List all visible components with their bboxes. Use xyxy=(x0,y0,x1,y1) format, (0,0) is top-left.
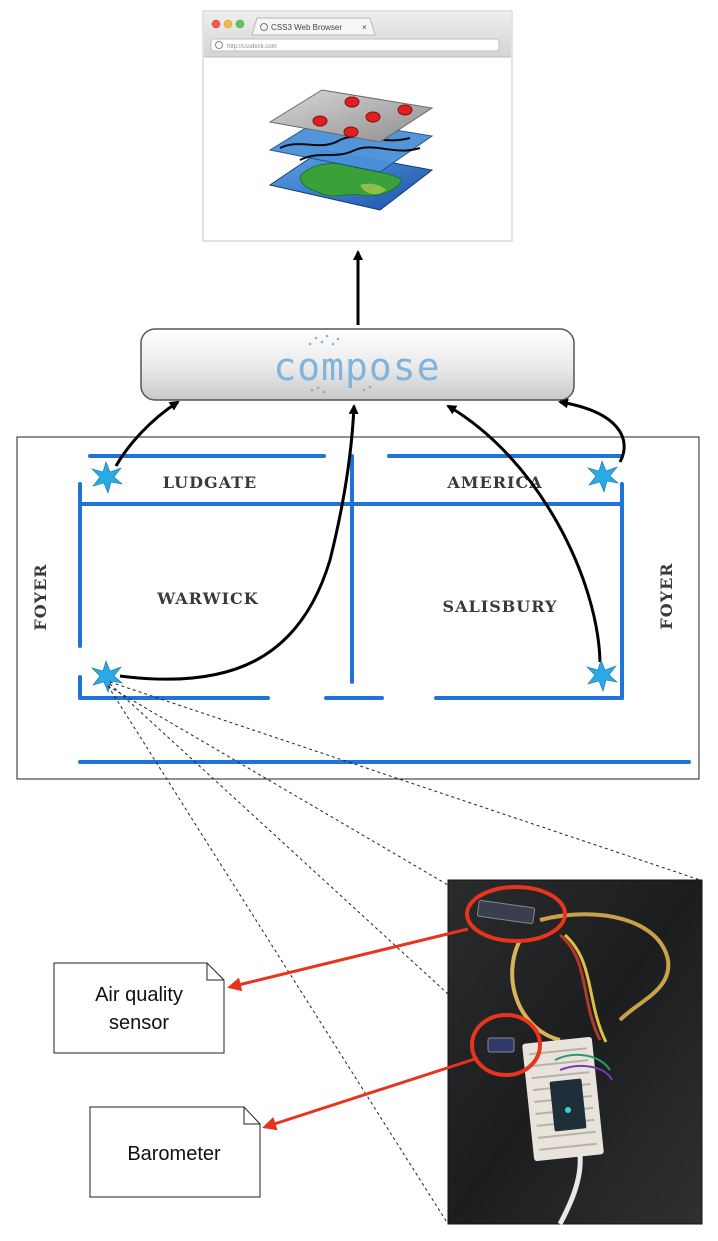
sensor-america[interactable] xyxy=(586,460,620,493)
sensor-salisbury[interactable] xyxy=(585,659,619,692)
window-close-button[interactable] xyxy=(211,19,221,29)
foyer-right-label: FOYER xyxy=(657,562,676,629)
highlight-barometer xyxy=(470,1013,542,1077)
compose-platform: compose xyxy=(140,328,575,401)
zoom-lines xyxy=(107,681,701,1225)
address-bar[interactable] xyxy=(210,38,500,52)
air-quality-label-line1: Air quality xyxy=(95,984,183,1006)
floor-plan-walls xyxy=(78,454,691,764)
sensor-photo xyxy=(447,879,703,1226)
highlight-air-quality-sensor xyxy=(465,885,567,943)
arrow-america-to-compose xyxy=(558,398,626,463)
map-layers-icon xyxy=(268,89,434,211)
window-minimize-button[interactable] xyxy=(223,19,233,29)
floor-plan-frame xyxy=(16,436,700,780)
arrow-to-air-quality-note xyxy=(227,927,469,992)
room-ludgate: LUDGATE xyxy=(163,473,258,492)
sensor-warwick[interactable] xyxy=(90,660,124,693)
tab-title: CSS3 Web Browser xyxy=(271,23,342,32)
compose-logo: compose xyxy=(273,345,440,389)
browser-tab[interactable] xyxy=(251,17,376,36)
arrow-warwick-to-compose xyxy=(119,404,359,681)
address-url: http://cssdeck.com xyxy=(227,44,277,50)
note-barometer: Barometer xyxy=(89,1106,261,1198)
compose-logo-dots xyxy=(308,334,372,394)
room-salisbury: SALISBURY xyxy=(443,597,558,616)
sensor-ludgate[interactable] xyxy=(90,461,124,494)
room-america: AMERICA xyxy=(446,473,542,492)
foyer-left-label: FOYER xyxy=(31,563,50,630)
sensor-connections xyxy=(114,398,626,681)
arrow-salisbury-to-compose xyxy=(446,404,602,663)
tab-globe-icon xyxy=(260,23,268,31)
air-quality-label-line2: sensor xyxy=(109,1012,169,1034)
arrow-to-barometer-note xyxy=(262,1056,479,1131)
barometer-label: Barometer xyxy=(127,1143,221,1165)
arrow-ludgate-to-compose xyxy=(114,400,180,467)
note-air-quality: Air quality sensor xyxy=(53,962,225,1054)
room-warwick: WARWICK xyxy=(156,589,258,608)
tab-close-icon[interactable]: × xyxy=(362,23,367,32)
window-zoom-button[interactable] xyxy=(235,19,245,29)
address-globe-icon xyxy=(215,41,223,49)
browser-window: CSS3 Web Browser × http://cssdeck.com xyxy=(202,10,513,242)
